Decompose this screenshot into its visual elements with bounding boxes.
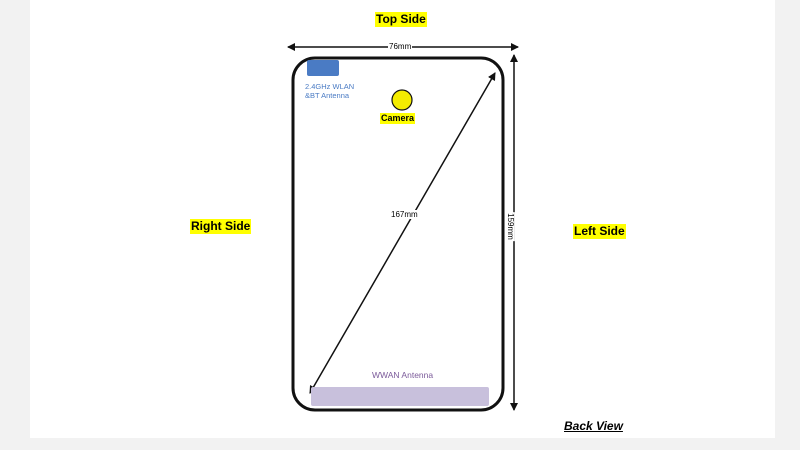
width-dimension-label: 76mm [388, 42, 413, 51]
right-side-label: Right Side [190, 219, 252, 234]
back-view-label: Back View [564, 419, 623, 433]
wlan-antenna-block [307, 60, 339, 76]
device-outline [291, 56, 505, 412]
wlan-antenna-label-line1: 2.4GHz WLAN [305, 82, 355, 91]
wwan-antenna-label: WWAN Antenna [372, 370, 434, 380]
wlan-antenna-label-line2: &BT Antenna [305, 91, 350, 100]
wwan-antenna-block [311, 387, 489, 406]
height-dimension-label: 159mm [505, 212, 515, 241]
camera-label: Camera [380, 113, 416, 124]
camera-icon [391, 89, 413, 111]
left-side-label: Left Side [573, 224, 626, 239]
diagonal-dimension-label: 167mm [390, 210, 419, 219]
top-side-label: Top Side [375, 12, 427, 27]
diagonal-dimension-arrow [309, 72, 496, 394]
